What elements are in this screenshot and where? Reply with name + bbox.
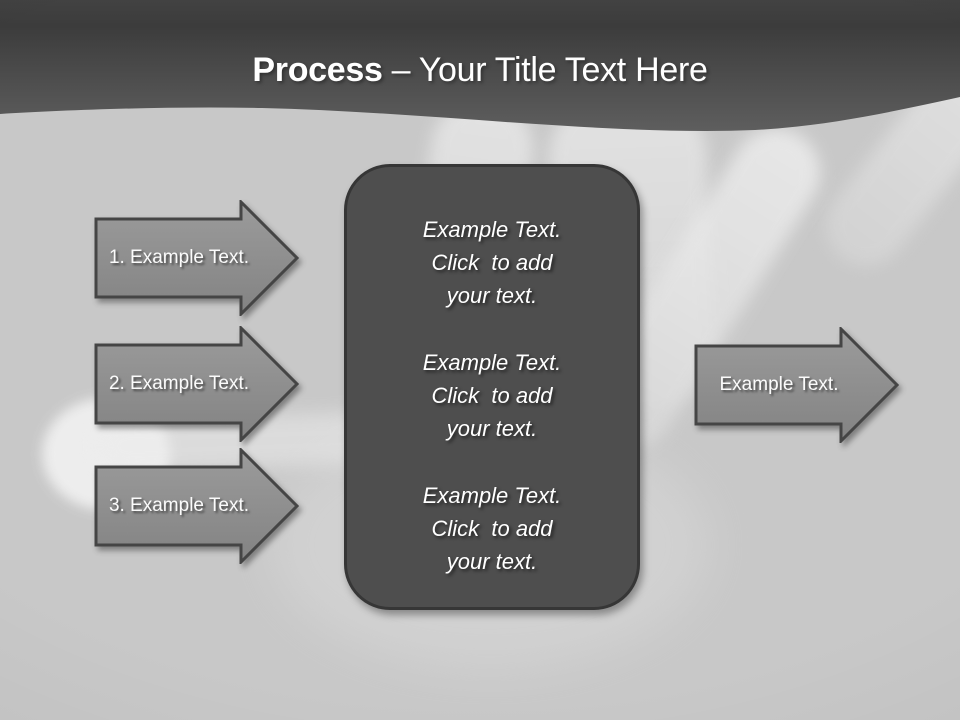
placeholder-line: your text. — [446, 283, 538, 308]
title-emphasis: Process — [252, 51, 383, 89]
placeholder-line: Click to add — [431, 516, 553, 541]
arrow-label: 2. Example Text. — [108, 373, 250, 394]
placeholder-line: Example Text. — [422, 350, 562, 375]
text-placeholder-block[interactable]: Example Text. Click to add your text. — [347, 346, 637, 445]
process-step-arrow-1[interactable]: 1. Example Text. — [94, 200, 300, 316]
placeholder-line: Example Text. — [422, 483, 562, 508]
text-placeholder-block[interactable]: Example Text. Click to add your text. — [347, 479, 637, 578]
arrow-label: 3. Example Text. — [108, 495, 250, 516]
header-band — [0, 0, 960, 131]
placeholder-line: Example Text. — [422, 217, 562, 242]
arrow-label: Example Text. — [719, 374, 839, 395]
result-arrow[interactable]: Example Text. — [694, 327, 900, 443]
arrow-label: 1. Example Text. — [108, 247, 250, 268]
right-arrow-shape — [694, 327, 900, 443]
process-step-arrow-3[interactable]: 3. Example Text. — [94, 448, 300, 564]
placeholder-line: your text. — [446, 549, 538, 574]
placeholder-line: your text. — [446, 416, 538, 441]
process-step-arrow-2[interactable]: 2. Example Text. — [94, 326, 300, 442]
title-rest: – Your Title Text Here — [391, 51, 708, 89]
center-text-panel[interactable]: Example Text. Click to add your text. Ex… — [344, 164, 640, 610]
right-arrow-shape — [94, 326, 300, 442]
right-arrow-shape — [94, 448, 300, 564]
slide-title[interactable]: Process– Your Title Text Here — [0, 50, 960, 90]
text-placeholder-block[interactable]: Example Text. Click to add your text. — [347, 213, 637, 312]
placeholder-line: Click to add — [431, 383, 553, 408]
placeholder-line: Click to add — [431, 250, 553, 275]
right-arrow-shape — [94, 200, 300, 316]
